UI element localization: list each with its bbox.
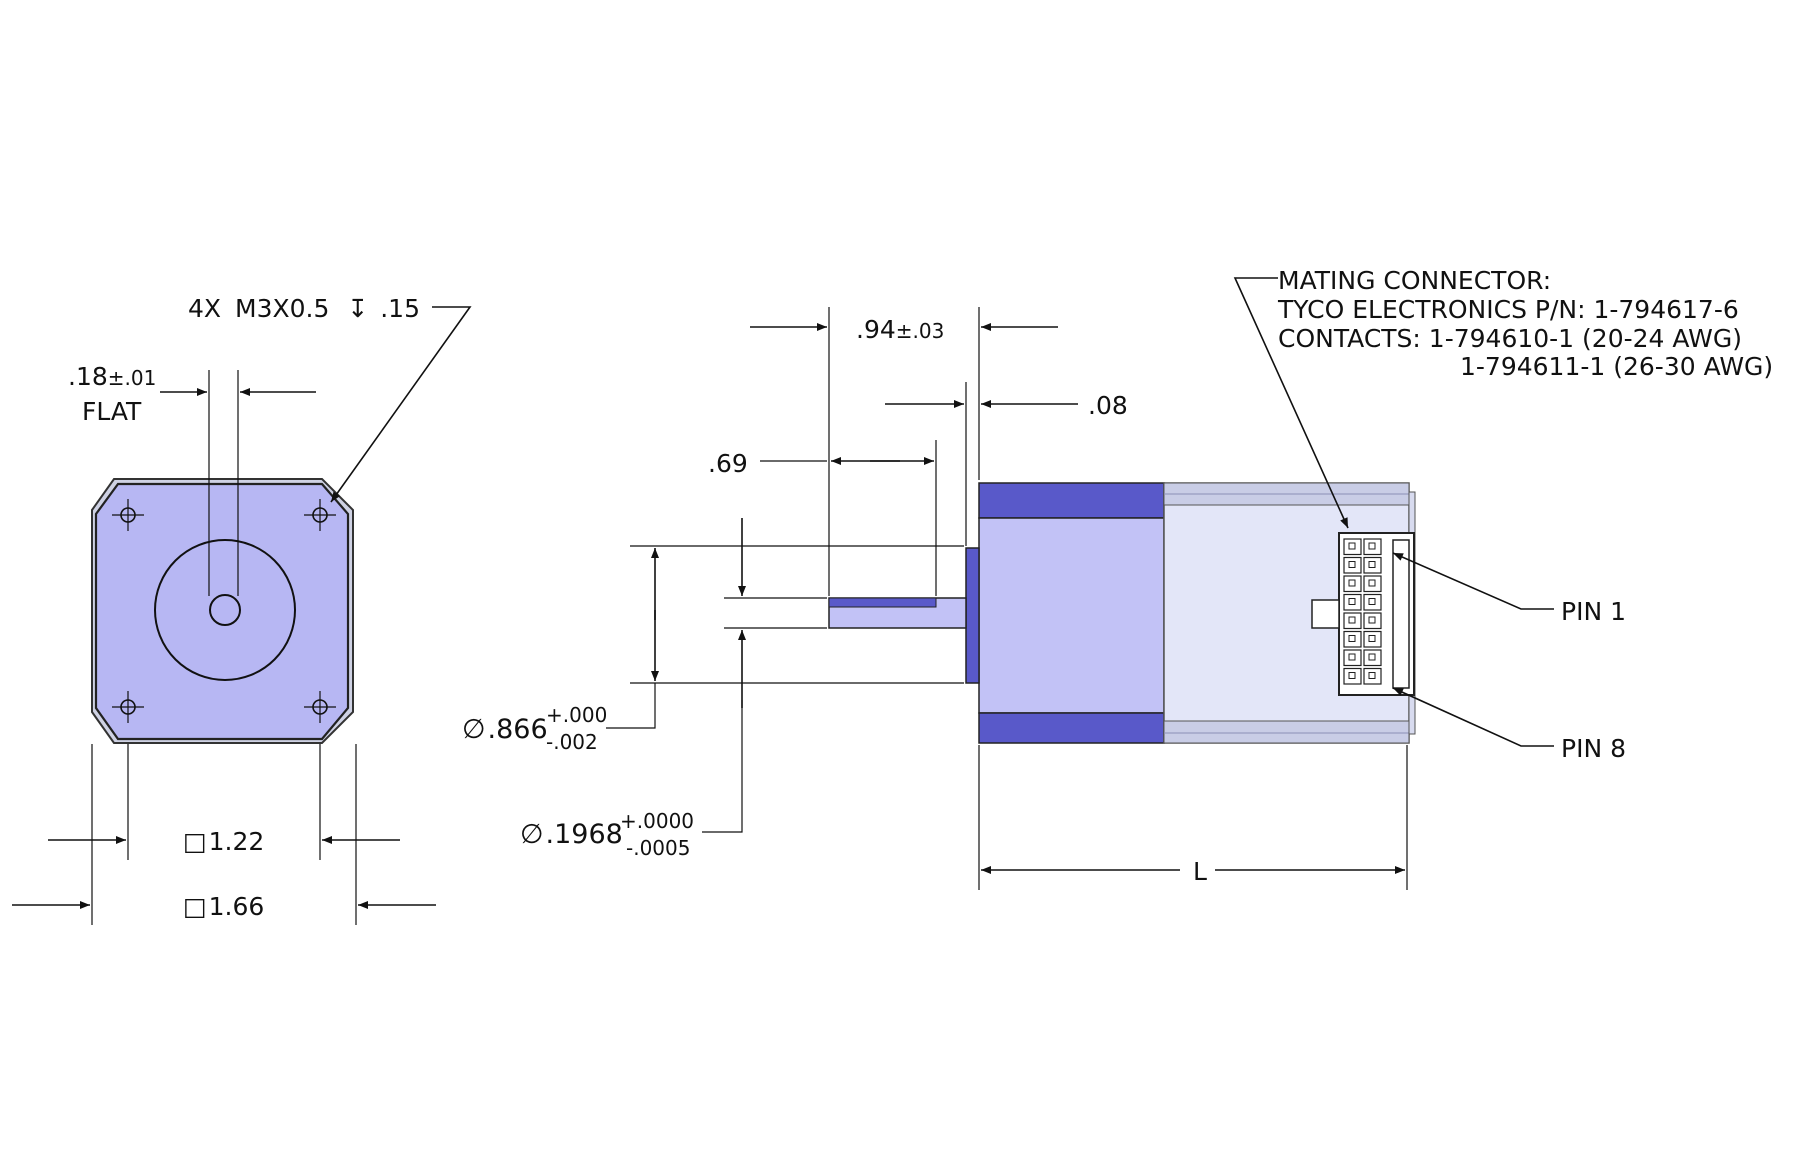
square-122-label: □1.22 [183, 827, 264, 856]
connector-pin-cavity [1343, 630, 1362, 648]
connector-pin-contact [1368, 542, 1376, 550]
connector-pin-contact [1368, 672, 1376, 679]
pin-8-label: PIN 8 [1561, 734, 1626, 763]
flat-length-label: .69 [708, 449, 748, 478]
connector-pin-cavity [1343, 593, 1362, 611]
pin-1-label: PIN 1 [1561, 597, 1626, 626]
connector-pin-contact [1348, 635, 1356, 642]
side-view: .94±.03 .08 .69 ∅.866 [462, 266, 1773, 890]
pilot-boss [965, 547, 980, 684]
connector-pin-cavity [1343, 612, 1362, 630]
mounting-holes [112, 499, 336, 723]
pin-callouts: PIN 1 PIN 8 [1392, 552, 1626, 763]
connector-pin-cavity [1343, 556, 1362, 574]
connector-pin-cavity [1343, 667, 1362, 685]
front-flange-bottom-band [978, 712, 1165, 744]
connector-note-line1: MATING CONNECTOR: [1278, 266, 1551, 295]
shaft-diameter-dimension: ∅.1968 +.0000 -.0005 [520, 518, 827, 860]
square-166-dimension: □1.66 [12, 744, 436, 925]
mounting-hole [112, 691, 144, 723]
length-dimension: L [978, 745, 1408, 890]
connector-pin-contact [1348, 653, 1356, 661]
connector-pin-cavity [1363, 556, 1382, 574]
connector-note-line2: TYCO ELECTRONICS P/N: 1-794617-6 [1277, 295, 1739, 324]
connector-pin-cavity [1363, 593, 1382, 611]
connector-pin-cavity [1363, 649, 1382, 667]
connector-pin-cavity [1363, 538, 1382, 556]
connector-pin-contact [1368, 616, 1376, 624]
hole-callout: 4X M3X0.5 ↧ .15 [188, 294, 472, 503]
connector-pin-contact [1368, 579, 1376, 587]
flat-value: .18±.01 [68, 362, 156, 391]
front-face [94, 482, 350, 741]
pilot-height-label: .08 [1088, 391, 1128, 420]
shaft-length-dimension: .94±.03 [750, 307, 1058, 596]
mounting-hole [304, 691, 336, 723]
flat-length-dimension: .69 [708, 440, 937, 596]
shaft-diameter-tol-minus: -.0005 [626, 836, 690, 860]
front-flange-body [978, 517, 1165, 714]
square-166-label: □1.66 [183, 892, 264, 921]
pilot-height-dimension: .08 [885, 382, 1128, 546]
connector-pin-contact [1348, 579, 1356, 587]
connector-pin-contact [1348, 616, 1356, 624]
front-view: .18±.01 FLAT 4X M3X0.5 ↧ .15 □1.22 [12, 294, 472, 925]
connector-pin-cavity [1363, 575, 1382, 593]
connector-pin-contact [1368, 635, 1376, 642]
connector-pin-cavity [1363, 612, 1382, 630]
connector-pin-contact [1368, 598, 1376, 605]
length-label: L [1193, 857, 1207, 886]
hole-note: 4X M3X0.5 ↧ .15 [188, 294, 420, 323]
mounting-hole [112, 499, 144, 531]
connector-pin-cavity [1363, 667, 1382, 685]
connector-pin-contact [1368, 561, 1376, 568]
pilot-diameter-tol-minus: -.002 [546, 730, 598, 754]
connector-pin-contact [1348, 561, 1356, 568]
connector-pin-contact [1348, 672, 1356, 679]
mounting-hole [304, 499, 336, 531]
flat-dimension: .18±.01 FLAT [68, 362, 316, 596]
connector-note: MATING CONNECTOR: TYCO ELECTRONICS P/N: … [1233, 266, 1773, 529]
pilot-diameter-dimension: ∅.866 +.000 -.002 [462, 545, 964, 754]
shaft-diameter-label: ∅.1968 [520, 819, 623, 850]
shaft-circle [209, 594, 241, 626]
front-flange-top-band [978, 482, 1165, 519]
connector-note-line3: CONTACTS: 1-794610-1 (20-24 AWG) [1278, 324, 1742, 353]
square-122-dimension: □1.22 [48, 744, 400, 860]
shaft-length-label: .94±.03 [856, 315, 944, 344]
rear-band-bottom [1163, 720, 1410, 744]
flat-label: FLAT [82, 397, 142, 426]
connector-pin-grid [1343, 538, 1382, 685]
shaft-flat [828, 597, 937, 608]
connector-pin-contact [1348, 598, 1356, 605]
connector-note-line4: 1-794611-1 (26-30 AWG) [1460, 352, 1773, 381]
connector-pin-contact [1368, 653, 1376, 661]
connector-pin-cavity [1343, 575, 1362, 593]
pilot-diameter-label: ∅.866 [462, 714, 548, 745]
connector-pin-contact [1348, 542, 1356, 550]
pilot-circle [154, 539, 296, 681]
connector-pin-cavity [1343, 538, 1362, 556]
shaft-diameter-tol-plus: +.0000 [620, 809, 694, 833]
connector-pin-cavity [1363, 630, 1382, 648]
connector [1311, 532, 1415, 696]
connector-pin-cavity [1343, 649, 1362, 667]
pilot-diameter-tol-plus: +.000 [546, 703, 607, 727]
